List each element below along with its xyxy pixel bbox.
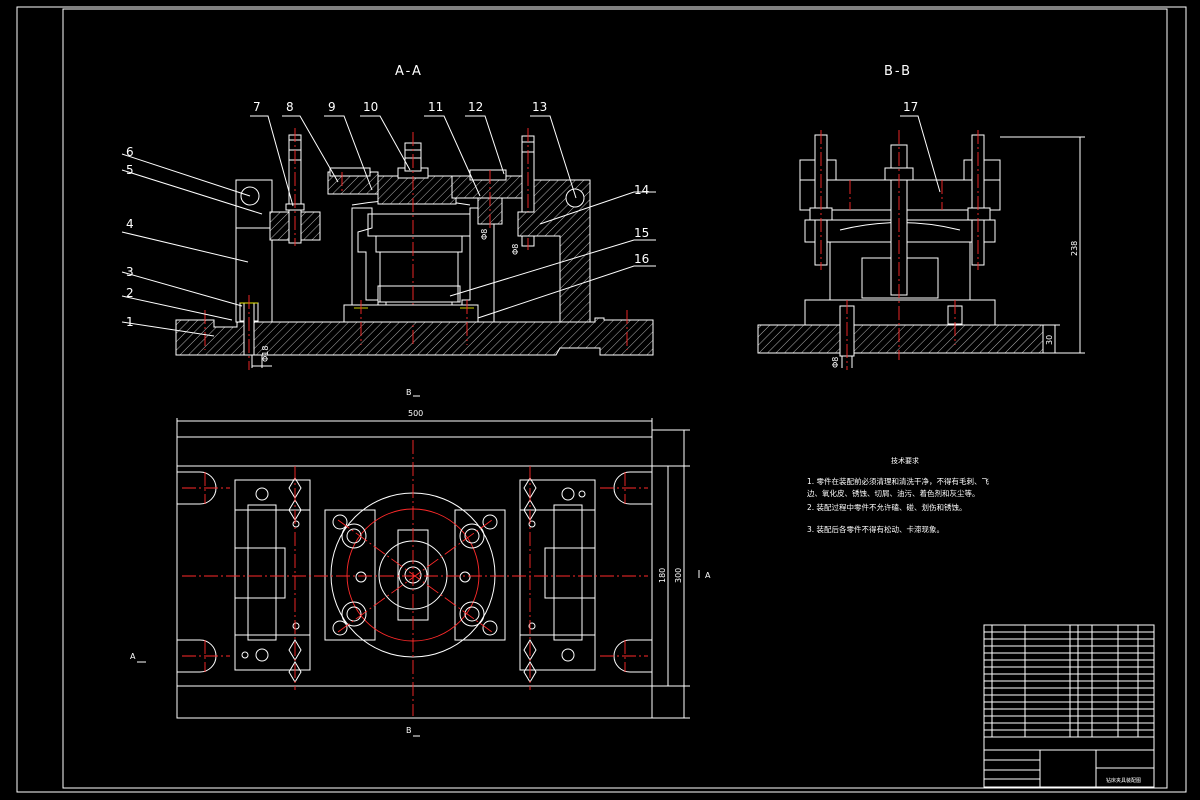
height-inner-dim: 180 [658, 568, 667, 583]
fit-dim-4: Φ8 [831, 357, 840, 368]
section-bb-view: B-B 17 238 30 [757, 64, 1085, 370]
marker-b-top: B [406, 388, 412, 397]
part-11: 11 [428, 100, 443, 114]
tech-notes: 技术要求 1. 零件在装配前必须清理和清洗干净，不得有毛刺、飞 边、氧化皮、锈蚀… [807, 456, 990, 534]
tech-note-line-2: 边、氧化皮、锈蚀、切屑、油污、着色剂和灰尘等。 [807, 488, 980, 498]
part-6: 6 [126, 145, 134, 159]
part-5: 5 [126, 163, 134, 177]
part-7: 7 [253, 100, 261, 114]
outer-border [16, 6, 1187, 793]
fit-dim-1: Φ18 [261, 346, 270, 362]
part-3: 3 [126, 265, 134, 279]
tech-notes-heading: 技术要求 [891, 456, 919, 465]
fit-dim-3: Φ8 [511, 244, 520, 255]
part-2: 2 [126, 286, 134, 300]
part-16: 16 [634, 252, 649, 266]
part-17: 17 [903, 100, 918, 114]
drawing-name: 钻床夹具装配图 [1106, 777, 1141, 784]
tech-note-line-1: 1. 零件在装配前必须清理和清洗干净，不得有毛刺、飞 [807, 476, 990, 486]
inner-border [62, 8, 1168, 789]
section-bb-title: B-B [884, 64, 912, 79]
fit-dim-2: Φ8 [480, 229, 489, 240]
part-4: 4 [126, 217, 134, 231]
part-15: 15 [634, 226, 649, 240]
marker-a-left: A [130, 652, 136, 661]
marker-b-bottom: B [406, 726, 412, 735]
section-aa-view: A-A [121, 64, 656, 370]
part-14: 14 [634, 183, 649, 197]
part-1: 1 [126, 315, 134, 329]
bb-base-dim: 30 [1045, 335, 1054, 345]
part-12: 12 [468, 100, 483, 114]
part-10: 10 [363, 100, 378, 114]
section-aa-title: A-A [395, 64, 423, 79]
aa-base-plate [175, 317, 654, 356]
part-9: 9 [328, 100, 336, 114]
part-13: 13 [532, 100, 547, 114]
height-outer-dim: 300 [674, 568, 683, 583]
tech-note-line-3: 2. 装配过程中零件不允许磕、碰、划伤和锈蚀。 [807, 502, 967, 512]
width-dim: 500 [408, 409, 423, 418]
marker-a-right: A [705, 571, 711, 580]
part-8: 8 [286, 100, 294, 114]
tech-note-line-4: 3. 装配后各零件不得有松动、卡滞现象。 [807, 524, 944, 534]
plan-view: 500 180 300 [130, 388, 711, 737]
bb-base-plate [757, 324, 1044, 354]
parts-list-table [983, 624, 1155, 738]
title-block: 钻床夹具装配图 [983, 736, 1155, 788]
bb-height-dim: 238 [1070, 241, 1079, 256]
